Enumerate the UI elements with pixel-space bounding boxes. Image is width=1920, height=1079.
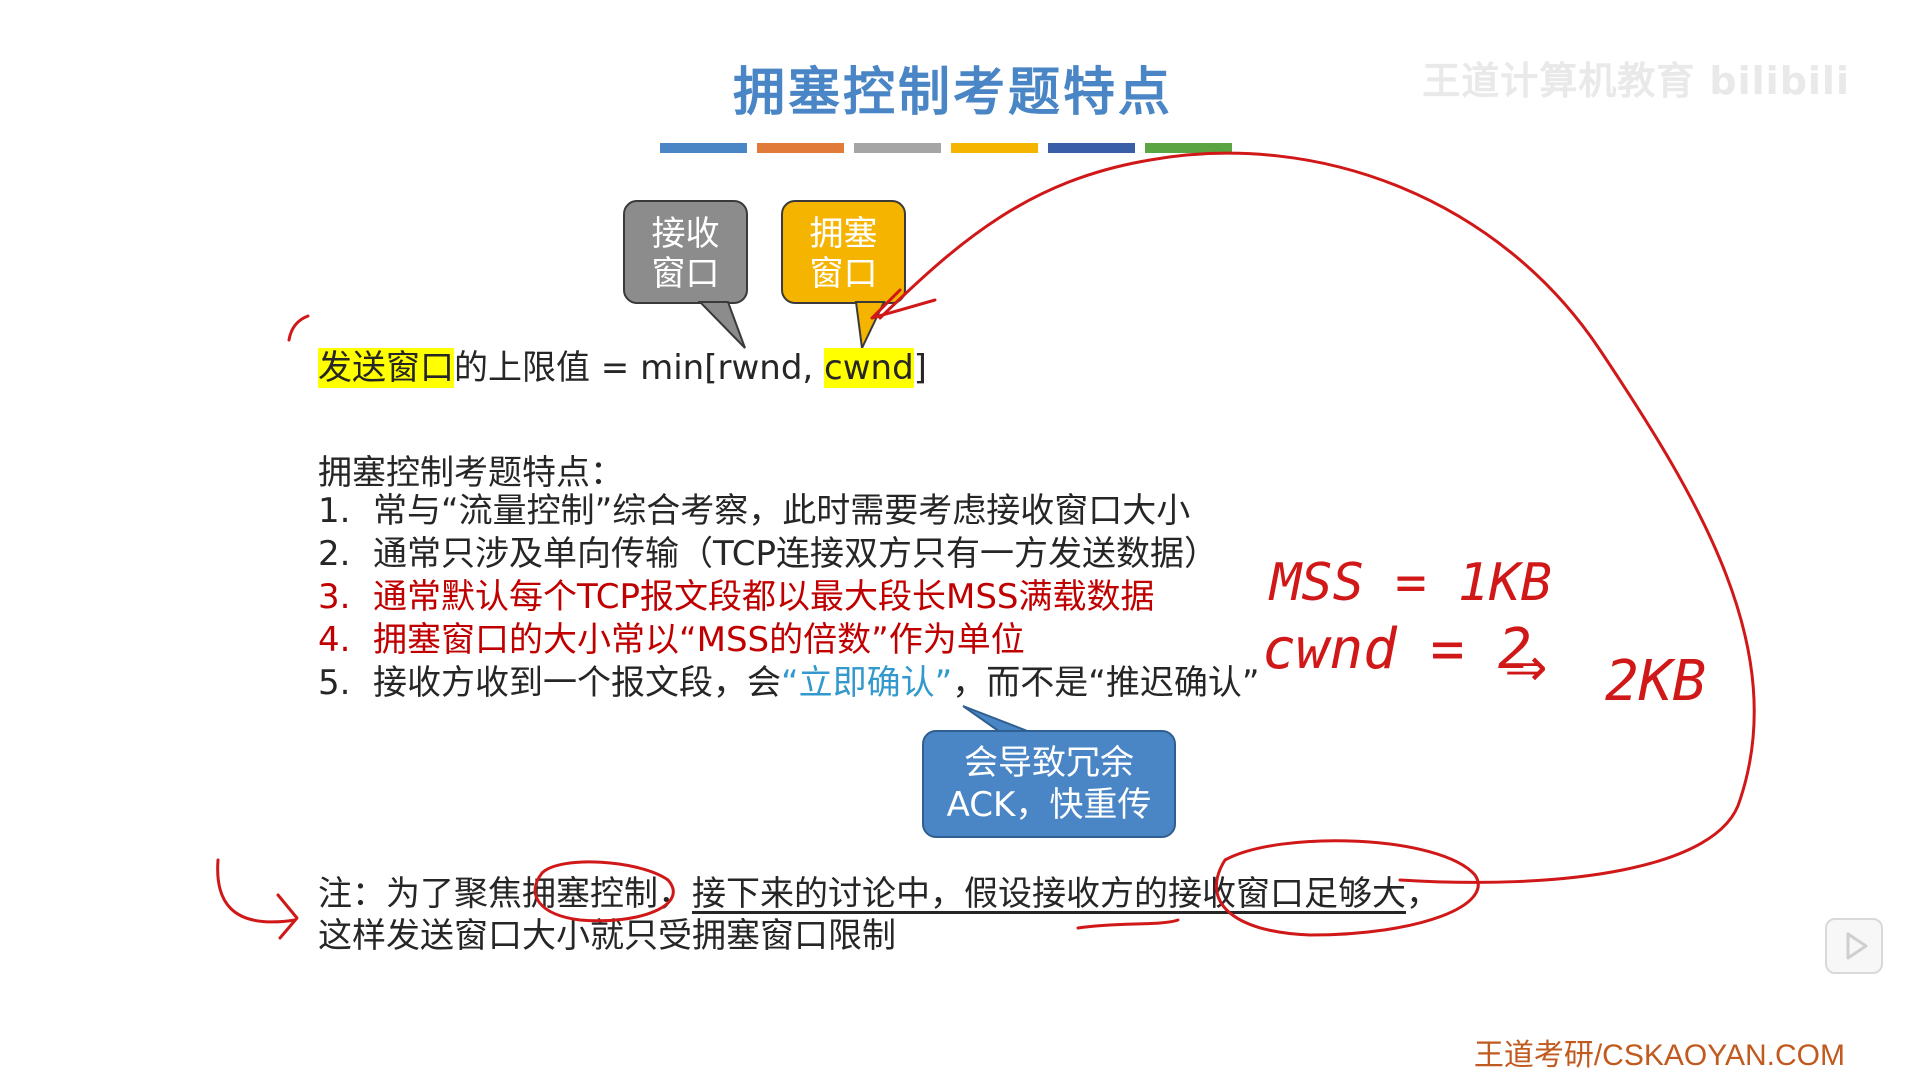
ink-arrow: ⇒: [1505, 623, 1547, 705]
color-bar: [1048, 143, 1135, 153]
note-text: 注：为了聚焦拥塞控制，接下来的讨论中，假设接收方的接收窗口足够大， 这样发送窗口…: [318, 873, 1440, 957]
item-number: 3.: [318, 577, 351, 617]
color-bar: [854, 143, 941, 153]
list-item: 4. 拥塞窗口的大小常以“MSS的倍数”作为单位: [318, 619, 1259, 662]
callout-line: ACK，快重传: [946, 785, 1152, 825]
note-line-1: 注：为了聚焦拥塞控制，接下来的讨论中，假设接收方的接收窗口足够大，: [318, 873, 1440, 915]
callout-duplicate-ack: 会导致冗余 ACK，快重传: [922, 730, 1176, 838]
color-bar: [757, 143, 844, 153]
list-item: 1. 常与“流量控制”综合考察，此时需要考虑接收窗口大小: [318, 490, 1259, 533]
play-button[interactable]: [1825, 918, 1883, 974]
highlight-send-window: 发送窗口: [318, 348, 454, 388]
slide-title: 拥塞控制考题特点: [732, 63, 1173, 123]
note-underlined: 接下来的讨论中，假设接收方的接收窗口足够大: [692, 874, 1406, 914]
item-text: 常与“流量控制”综合考察，此时需要考虑接收窗口大小: [373, 491, 1191, 531]
callout-receive-window: 接收 窗口: [623, 200, 748, 304]
list-item: 2. 通常只涉及单向传输（TCP连接双方只有一方发送数据）: [318, 533, 1259, 576]
item-text: 拥塞窗口的大小常以“MSS的倍数”作为单位: [373, 620, 1025, 660]
color-bar: [660, 143, 747, 153]
ink-tick-mark: [287, 314, 310, 342]
color-bar: [1145, 143, 1232, 153]
item-text: 接收方收到一个报文段，会: [373, 663, 781, 703]
ink-loop-curve: [878, 151, 1756, 884]
formula-end: ]: [913, 348, 927, 388]
callout-congestion-window: 拥塞 窗口: [781, 200, 906, 304]
color-bar: [951, 143, 1038, 153]
footer-brand: 王道考研/CSKAOYAN.COM: [1473, 1039, 1845, 1072]
item-text: 通常只涉及单向传输（TCP连接双方只有一方发送数据）: [373, 534, 1219, 574]
play-icon: [1846, 932, 1868, 960]
item-number: 2.: [318, 534, 351, 574]
ink-result: 2KB: [1605, 649, 1706, 714]
ink-arrowhead-cwnd: [870, 288, 937, 320]
item-number: 1.: [318, 491, 351, 531]
ink-circle-receive-window: [1214, 839, 1480, 937]
note-line-2: 这样发送窗口大小就只受拥塞窗口限制: [318, 916, 896, 956]
item-number: 5.: [318, 663, 351, 703]
ink-cwnd-line: cwnd = 2: [1262, 617, 1532, 682]
features-list: 1. 常与“流量控制”综合考察，此时需要考虑接收窗口大小 2. 通常只涉及单向传输（…: [318, 490, 1259, 705]
callout-line: 拥塞: [809, 214, 878, 254]
send-window-formula: 发送窗口的上限值 = min[rwnd, cwnd]: [318, 340, 927, 389]
item-text: 通常默认每个TCP报文段都以最大段长MSS满载数据: [373, 577, 1155, 617]
ink-underline-receiver: [1076, 918, 1180, 930]
callout-line: 窗口: [651, 254, 720, 294]
item-number: 4.: [318, 620, 351, 660]
list-item: 3. 通常默认每个TCP报文段都以最大段长MSS满载数据: [318, 576, 1259, 619]
watermark: 王道计算机教育 bilibili: [1422, 59, 1850, 103]
callout-line: 接收: [651, 214, 720, 254]
item-text: ，而不是“推迟确认”: [952, 663, 1260, 703]
formula-middle: 的上限值 = min[rwnd,: [454, 348, 825, 388]
note-prefix: 注：为了聚焦拥塞控制，: [318, 874, 692, 914]
ink-left-arrowhead: [276, 893, 299, 940]
callout-line: 会导致冗余: [964, 743, 1134, 783]
ink-circle-congestion-control: [533, 860, 675, 923]
list-item: 5. 接收方收到一个报文段，会“立即确认”，而不是“推迟确认”: [318, 662, 1259, 705]
callout-tail-rwnd: [697, 301, 746, 349]
highlight-cwnd: cwnd: [824, 348, 914, 388]
ink-left-arrow: [216, 858, 297, 924]
callout-line: 窗口: [809, 254, 878, 294]
features-heading: 拥塞控制考题特点：: [318, 453, 624, 493]
ink-mss-line: MSS = 1KB: [1268, 553, 1552, 613]
title-color-bars: [660, 143, 1232, 153]
item-text-blue: “立即确认”: [781, 663, 953, 703]
